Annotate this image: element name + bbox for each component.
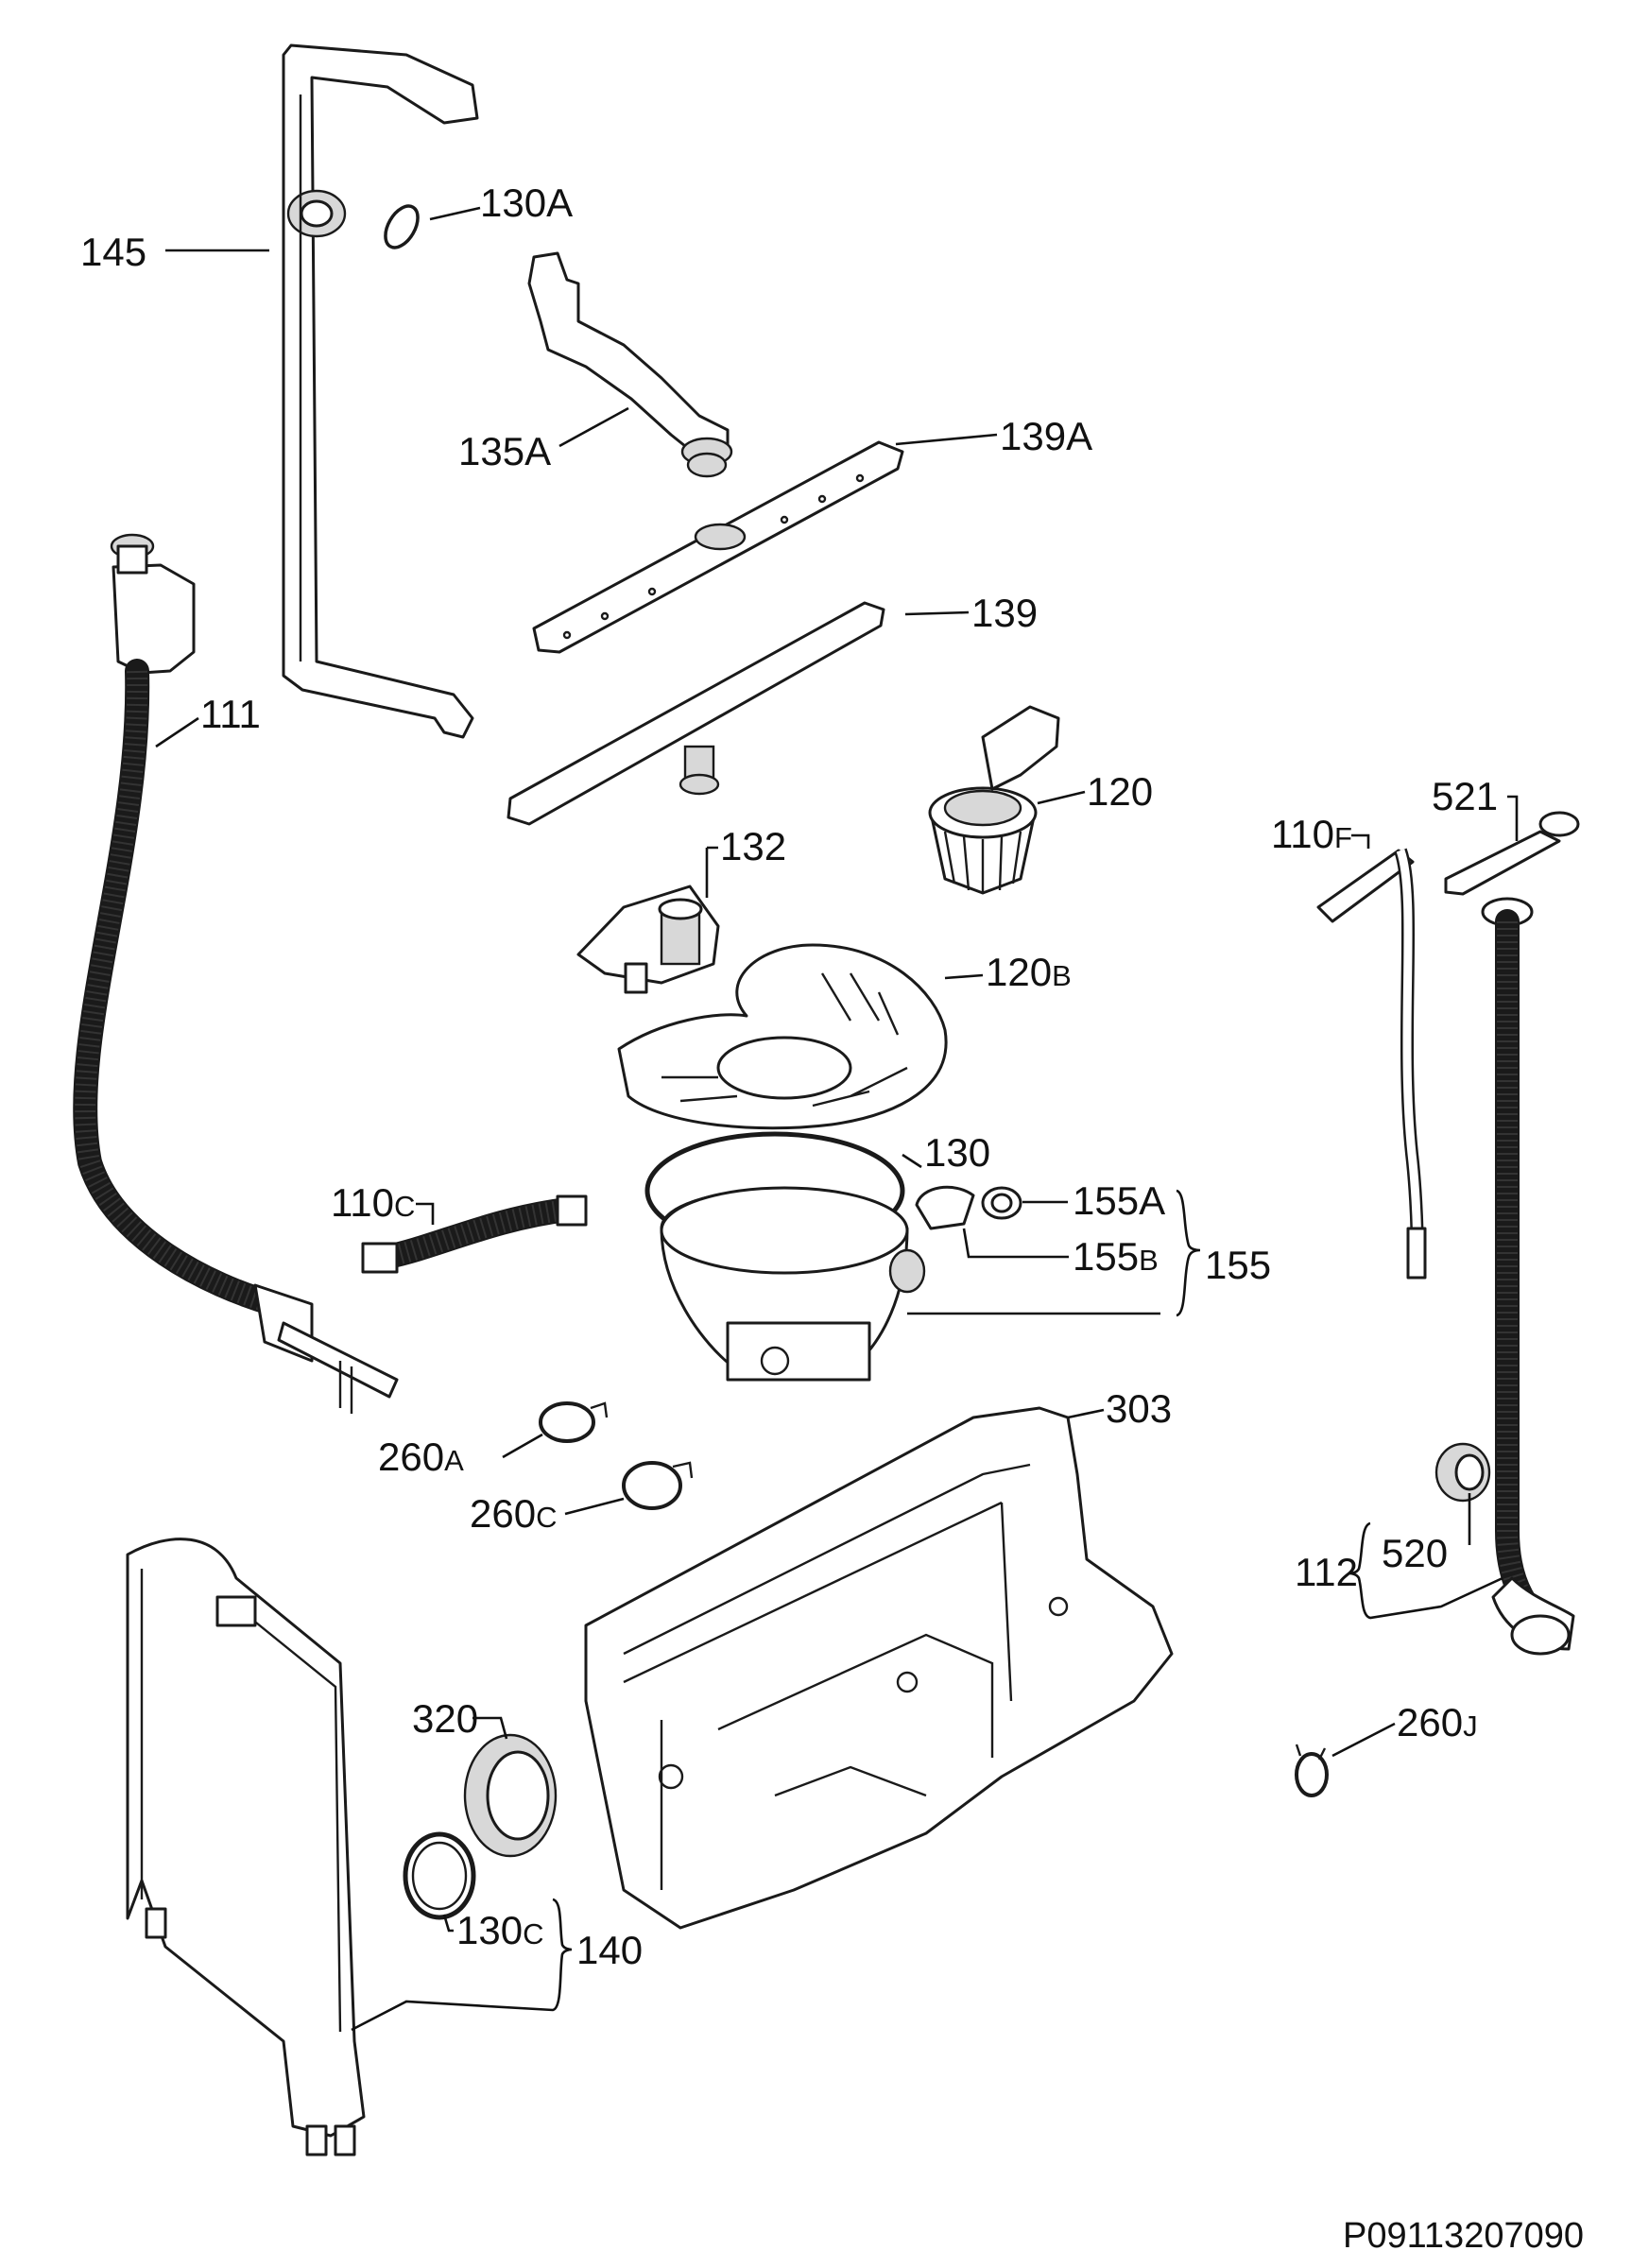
part-155a-sump-fitting (981, 1186, 1022, 1220)
part-155b-sump-cover (915, 1185, 975, 1230)
label-155a: 155A (1073, 1178, 1165, 1223)
label-139a: 139A (1000, 414, 1092, 458)
part-520-clip (1434, 1442, 1491, 1503)
part-140-side-panel (126, 1538, 366, 2156)
part-139-lower-spray-bar (507, 601, 885, 826)
label-135a: 135A (458, 429, 551, 473)
label-260j: 260J (1397, 1700, 1478, 1744)
label-303: 303 (1106, 1386, 1172, 1431)
label-521: 521 (1432, 774, 1498, 818)
label-140: 140 (576, 1928, 643, 1972)
label-145: 145 (80, 230, 146, 274)
part-320-seal (463, 1733, 558, 1858)
label-155b: 155B (1073, 1234, 1159, 1279)
label-139: 139 (971, 591, 1038, 635)
part-132-sensor-unit (576, 885, 720, 994)
part-110f-small-hose (1316, 848, 1427, 1280)
part-110c-corrugated-hose (361, 1194, 588, 1274)
label-155: 155 (1205, 1243, 1271, 1287)
callout-labels: 145 130A 135A 139A 139 111 120 132 120B … (80, 180, 1498, 1972)
label-120b: 120B (986, 950, 1072, 994)
part-130a-o-ring (384, 204, 420, 249)
part-155-sump (660, 1186, 926, 1382)
label-112: 112 (1295, 1550, 1358, 1594)
part-120b-filter-shield (617, 943, 948, 1130)
part-112-drain-hose (1481, 897, 1575, 1656)
label-320: 320 (412, 1696, 478, 1741)
label-130c: 130C (456, 1908, 543, 1952)
part-130c-o-ring (403, 1831, 476, 1920)
part-303-base-frame (584, 1406, 1174, 1930)
part-260a-hose-clamp (539, 1401, 609, 1443)
label-520: 520 (1382, 1531, 1448, 1575)
label-120: 120 (1087, 769, 1153, 814)
label-260a: 260A (378, 1435, 464, 1479)
label-130a: 130A (480, 180, 573, 225)
label-110c: 110C (331, 1180, 415, 1225)
label-132: 132 (720, 824, 786, 868)
diagram-reference-code: P09113207090 (1343, 2216, 1584, 2256)
part-260c-hose-clamp (622, 1461, 694, 1510)
part-111-inlet-hose (73, 533, 399, 1414)
part-145-supply-tube (282, 43, 479, 739)
label-130: 130 (924, 1130, 990, 1175)
part-139a-upper-spray-bar (532, 440, 904, 654)
part-260j-hose-clamp (1295, 1744, 1329, 1797)
part-135a-upper-spray-arm (527, 251, 733, 478)
label-110f: 110F (1271, 812, 1352, 856)
label-111: 111 (200, 692, 261, 736)
part-120-filter (928, 705, 1060, 895)
label-260c: 260C (470, 1491, 557, 1536)
leader-lines (155, 206, 1519, 2032)
part-521-bracket (1444, 811, 1580, 896)
